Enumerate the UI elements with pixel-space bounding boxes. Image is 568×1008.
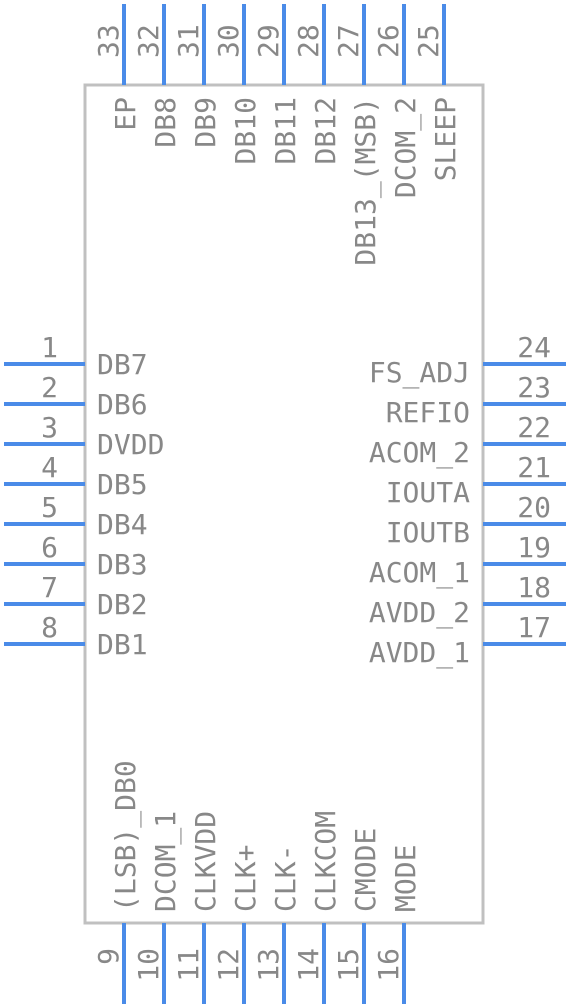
pin-29-label: DB11: [269, 97, 302, 164]
pin-18-number: 18: [517, 571, 551, 604]
pin-23-label: REFIO: [386, 396, 470, 429]
pin-4-label: DB5: [97, 468, 148, 501]
pin-26-label: DCOM_2: [389, 97, 423, 198]
pin-4-number: 4: [41, 451, 58, 484]
pin-31-label: DB9: [189, 97, 222, 148]
pin-32-label: DB8: [149, 97, 182, 148]
pin-20-number: 20: [517, 491, 551, 524]
pin-9-number: 9: [92, 948, 125, 965]
pin-16-number: 16: [372, 948, 405, 982]
pin-32-number: 32: [132, 24, 165, 58]
pin-23-number: 23: [517, 371, 551, 404]
pin-12-label: CLK+: [229, 845, 262, 912]
pin-33-label: EP: [109, 97, 142, 131]
pin-6-number: 6: [41, 531, 58, 564]
pin-29-number: 29: [252, 24, 285, 58]
pin-15-label: CMODE: [349, 828, 382, 912]
pin-22-number: 22: [517, 411, 551, 444]
pin-13-label: CLK-: [269, 845, 302, 912]
pin-19-number: 19: [517, 531, 551, 564]
pin-3-number: 3: [41, 411, 58, 444]
pin-8-number: 8: [41, 611, 58, 644]
pin-22-label: ACOM_2: [369, 436, 470, 470]
pin-25-label: SLEEP: [429, 97, 462, 181]
pin-16-label: MODE: [389, 845, 422, 912]
pin-28-label: DB12: [309, 97, 342, 164]
pin-7-number: 7: [41, 571, 58, 604]
pin-33-number: 33: [92, 24, 125, 58]
pin-18-label: AVDD_2: [369, 596, 470, 630]
pin-1-label: DB7: [97, 348, 148, 381]
bottom-pin-group: 9 (LSB)_DB0 10 DCOM_1 11 CLKVDD 12 CLK+ 13 CLK- 14…: [92, 760, 422, 1004]
pin-19-label: ACOM_1: [369, 556, 470, 590]
pin-10-label: DCOM_1: [149, 811, 183, 912]
pin-28-number: 28: [292, 24, 325, 58]
pin-11-number: 11: [172, 948, 205, 982]
pin-17-label: AVDD_1: [369, 636, 470, 670]
pin-9-label: (LSB)_DB0: [109, 760, 143, 912]
pin-12-number: 12: [212, 948, 245, 982]
pin-27-label: DB13_(MSB): [349, 97, 383, 266]
pin-8-label: DB1: [97, 628, 148, 661]
pin-30-label: DB10: [229, 97, 262, 164]
pin-2-number: 2: [41, 371, 58, 404]
pin-26-number: 26: [372, 24, 405, 58]
pin-21-number: 21: [517, 451, 551, 484]
pin-30-number: 30: [212, 24, 245, 58]
pin-10-number: 10: [132, 948, 165, 982]
pin-6-label: DB3: [97, 548, 148, 581]
pin-24-label: FS_ADJ: [369, 356, 470, 390]
pin-7-label: DB2: [97, 588, 148, 621]
pin-27-number: 27: [332, 24, 365, 58]
pin-17-number: 17: [517, 611, 551, 644]
pin-31-number: 31: [172, 24, 205, 58]
pin-2-label: DB6: [97, 388, 148, 421]
pin-15-number: 15: [332, 948, 365, 982]
pin-5-number: 5: [41, 491, 58, 524]
pin-11-label: CLKVDD: [189, 811, 222, 912]
pin-13-number: 13: [252, 948, 285, 982]
pin-1-number: 1: [41, 331, 58, 364]
pin-14-label: CLKCOM: [309, 811, 342, 912]
pin-24-number: 24: [517, 331, 551, 364]
pin-21-label: IOUTA: [386, 476, 470, 509]
pin-3-label: DVDD: [97, 428, 164, 461]
pin-25-number: 25: [412, 24, 445, 58]
pin-5-label: DB4: [97, 508, 148, 541]
pin-20-label: IOUTB: [386, 516, 470, 549]
pin-14-number: 14: [292, 948, 325, 982]
